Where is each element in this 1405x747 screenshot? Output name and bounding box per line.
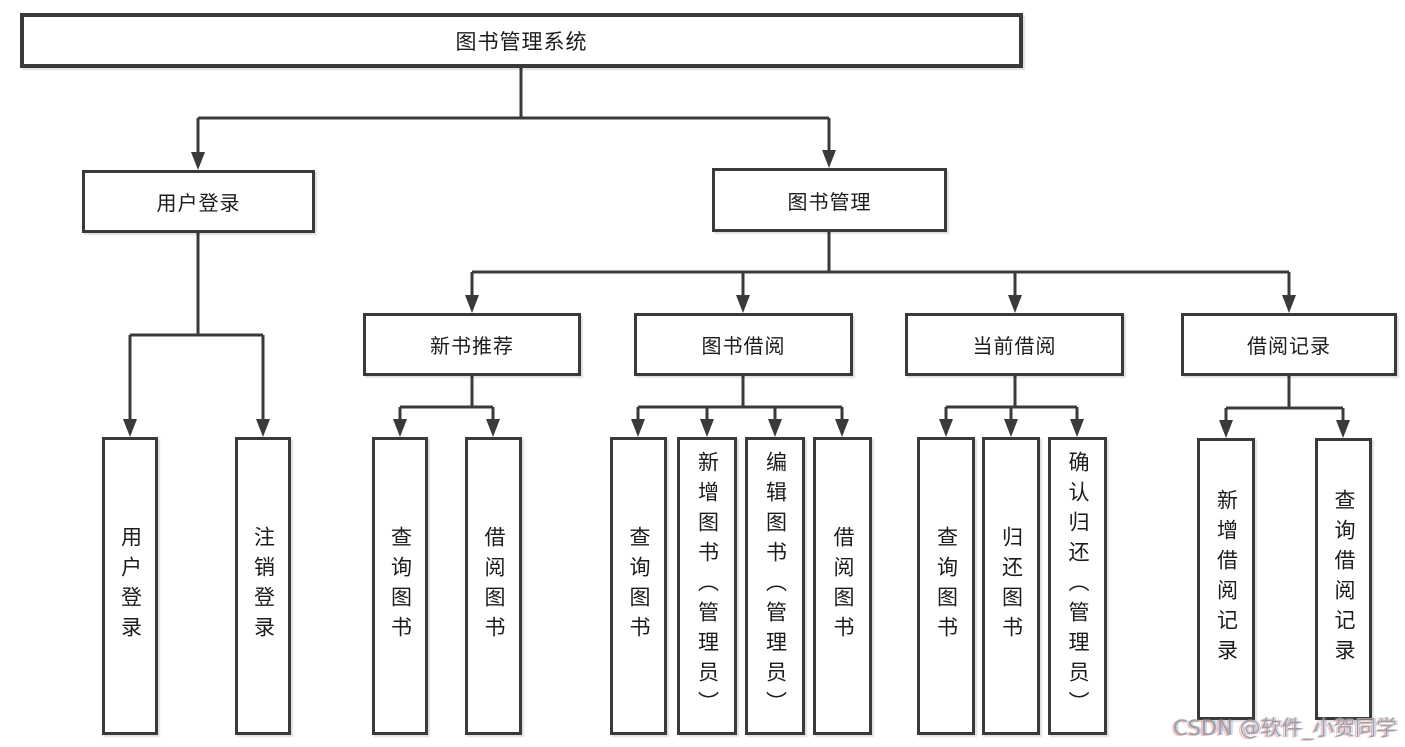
csdn-watermark: CSDN @软件_小贺同学 <box>1172 716 1397 740</box>
leaf-edit-books-admin-label: 编辑图书（管理员） <box>763 451 788 721</box>
node-user-login: 用户登录 <box>82 170 315 233</box>
leaf-return-books-label: 归还图书 <box>999 526 1024 646</box>
leaf-edit-books-admin: 编辑图书（管理员） <box>745 437 805 735</box>
node-new-book-recommend-label: 新书推荐 <box>430 334 514 358</box>
node-book-management: 图书管理 <box>712 168 947 232</box>
node-book-borrowing: 图书借阅 <box>634 313 853 376</box>
leaf-borrow-books-2: 借阅图书 <box>813 437 872 735</box>
leaf-add-books-admin: 新增图书（管理员） <box>677 437 737 735</box>
node-new-book-recommend: 新书推荐 <box>363 313 581 376</box>
node-book-borrowing-label: 图书借阅 <box>701 334 786 358</box>
leaf-query-books-3: 查询图书 <box>917 437 975 735</box>
node-current-borrowing: 当前借阅 <box>905 313 1124 376</box>
leaf-add-borrow-record: 新增借阅记录 <box>1197 438 1255 720</box>
leaf-confirm-return-admin-label: 确认归还（管理员） <box>1066 451 1090 721</box>
leaf-query-books-3-label: 查询图书 <box>934 526 959 646</box>
node-borrow-records: 借阅记录 <box>1181 313 1397 376</box>
leaf-logout-label: 注销登录 <box>251 526 276 646</box>
node-user-login-label: 用户登录 <box>156 191 241 215</box>
leaf-query-books-2-label: 查询图书 <box>627 526 651 646</box>
node-borrow-records-label: 借阅记录 <box>1247 334 1331 358</box>
node-system-root-label: 图书管理系统 <box>455 29 588 54</box>
leaf-borrow-books-1-label: 借阅图书 <box>482 526 506 646</box>
leaf-query-borrow-record: 查询借阅记录 <box>1315 438 1372 720</box>
leaf-return-books: 归还图书 <box>982 437 1040 735</box>
leaf-confirm-return-admin: 确认归还（管理员） <box>1048 437 1107 735</box>
leaf-logout: 注销登录 <box>235 437 291 735</box>
leaf-query-books-1: 查询图书 <box>372 437 428 735</box>
leaf-query-borrow-record-label: 查询借阅记录 <box>1332 489 1356 669</box>
leaf-add-borrow-record-label: 新增借阅记录 <box>1214 489 1239 669</box>
leaf-borrow-books-2-label: 借阅图书 <box>831 526 855 646</box>
node-current-borrowing-label: 当前借阅 <box>972 334 1057 358</box>
leaf-query-books-1-label: 查询图书 <box>388 526 413 646</box>
leaf-user-login-label: 用户登录 <box>118 526 143 646</box>
leaf-query-books-2: 查询图书 <box>610 437 667 735</box>
leaf-add-books-admin-label: 新增图书（管理员） <box>695 451 720 721</box>
leaf-user-login: 用户登录 <box>102 437 158 735</box>
node-system-root: 图书管理系统 <box>20 13 1023 68</box>
node-book-management-label: 图书管理 <box>787 189 872 214</box>
leaf-borrow-books-1: 借阅图书 <box>465 437 522 735</box>
